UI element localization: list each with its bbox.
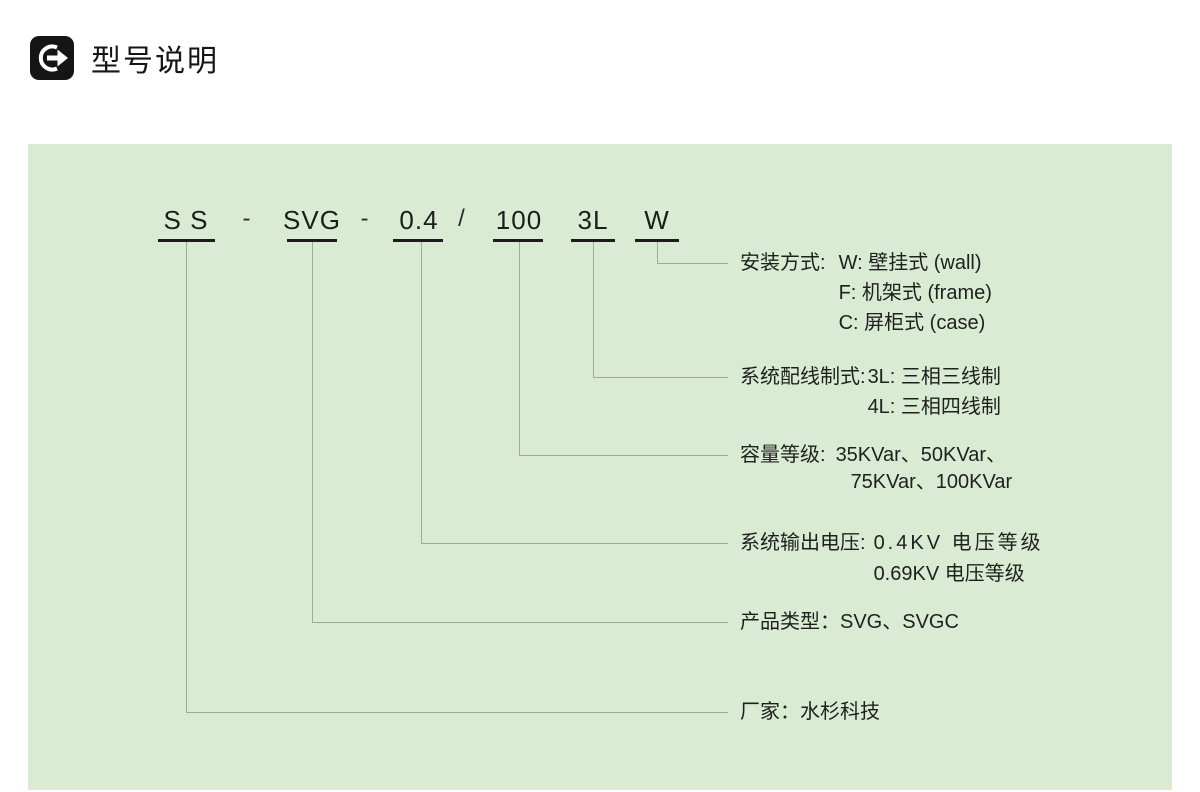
underline-voltage bbox=[393, 239, 443, 242]
model-segment-voltage: 0.4 bbox=[399, 205, 439, 235]
model-separator-slash: / bbox=[458, 205, 466, 232]
row-capacity-level: 容量等级: 35KVar、50KVar、 75KVar、100KVar bbox=[740, 442, 1012, 496]
row-value: 0.4KV 电压等级 bbox=[873, 532, 1044, 554]
underline-capacity bbox=[493, 239, 543, 242]
model-segment-mounting: W bbox=[644, 205, 670, 235]
model-segment-wiring: 3L bbox=[577, 205, 609, 235]
section-title: 型号说明 bbox=[91, 45, 219, 78]
row-product-type: 产品类型： SVG、SVGC bbox=[740, 608, 959, 636]
model-diagram-panel bbox=[28, 144, 1172, 790]
row-values: SVG、SVGC bbox=[840, 608, 959, 636]
row-wiring-system: 系统配线制式: 3L: 三相三线制 4L: 三相四线制 bbox=[740, 362, 1001, 422]
row-label: 安装方式: bbox=[740, 252, 826, 274]
row-value: 75KVar、100KVar bbox=[850, 471, 1013, 493]
row-label: 系统输出电压: bbox=[740, 532, 866, 554]
connector-product-type-vertical bbox=[312, 242, 313, 622]
row-output-voltage: 系统输出电压: 0.4KV 电压等级 0.69KV 电压等级 bbox=[740, 528, 1044, 590]
connector-capacity-horizontal bbox=[519, 455, 728, 456]
row-value: 0.69KV 电压等级 bbox=[873, 563, 1025, 585]
connector-voltage-vertical bbox=[421, 242, 422, 543]
section-header: 型号说明 bbox=[30, 36, 219, 80]
row-value: 4L: 三相四线制 bbox=[867, 396, 1001, 418]
model-separator-dash-1: - bbox=[242, 205, 252, 232]
row-values: W: 壁挂式 (wall) F: 机架式 (frame) C: 屏柜式 (cas… bbox=[839, 248, 992, 338]
row-mounting-type: 安装方式: W: 壁挂式 (wall) F: 机架式 (frame) C: 屏柜… bbox=[740, 248, 992, 338]
model-segment-product-type: SVG bbox=[283, 205, 341, 235]
connector-manufacturer-horizontal bbox=[186, 712, 728, 713]
connector-voltage-horizontal bbox=[421, 543, 728, 544]
row-values: 0.4KV 电压等级 0.69KV 电压等级 bbox=[874, 528, 1044, 590]
row-values: 35KVar、50KVar、 75KVar、100KVar bbox=[836, 442, 1013, 496]
connector-wiring-vertical bbox=[593, 242, 594, 377]
row-value: 3L: 三相三线制 bbox=[867, 366, 1001, 388]
connector-wiring-horizontal bbox=[593, 377, 728, 378]
underline-product-type bbox=[287, 239, 337, 242]
row-manufacturer: 厂家： 水杉科技 bbox=[740, 698, 880, 726]
row-value: 35KVar、50KVar、 bbox=[835, 444, 1007, 466]
row-values: 3L: 三相三线制 4L: 三相四线制 bbox=[868, 362, 1001, 422]
connector-product-type-horizontal bbox=[312, 622, 728, 623]
model-segment-manufacturer: S S bbox=[163, 205, 209, 235]
row-label: 容量等级: bbox=[740, 444, 826, 466]
connector-manufacturer-vertical bbox=[186, 242, 187, 712]
row-label: 厂家： bbox=[740, 701, 800, 723]
row-label: 产品类型： bbox=[740, 611, 840, 633]
connector-mounting-vertical bbox=[657, 242, 658, 263]
row-value: SVG、SVGC bbox=[840, 611, 959, 633]
circular-arrow-icon bbox=[30, 36, 74, 80]
model-segment-capacity: 100 bbox=[495, 205, 543, 235]
row-label: 系统配线制式: bbox=[740, 366, 866, 388]
model-separator-dash-2: - bbox=[360, 205, 370, 232]
underline-mounting bbox=[635, 239, 679, 242]
underline-manufacturer bbox=[158, 239, 215, 242]
row-value: 水杉科技 bbox=[800, 701, 880, 723]
row-value: F: 机架式 (frame) bbox=[838, 282, 992, 304]
connector-mounting-horizontal bbox=[657, 263, 728, 264]
row-values: 水杉科技 bbox=[800, 698, 880, 726]
row-value: W: 壁挂式 (wall) bbox=[838, 252, 982, 274]
connector-capacity-vertical bbox=[519, 242, 520, 455]
row-value: C: 屏柜式 (case) bbox=[838, 312, 986, 334]
underline-wiring bbox=[571, 239, 615, 242]
